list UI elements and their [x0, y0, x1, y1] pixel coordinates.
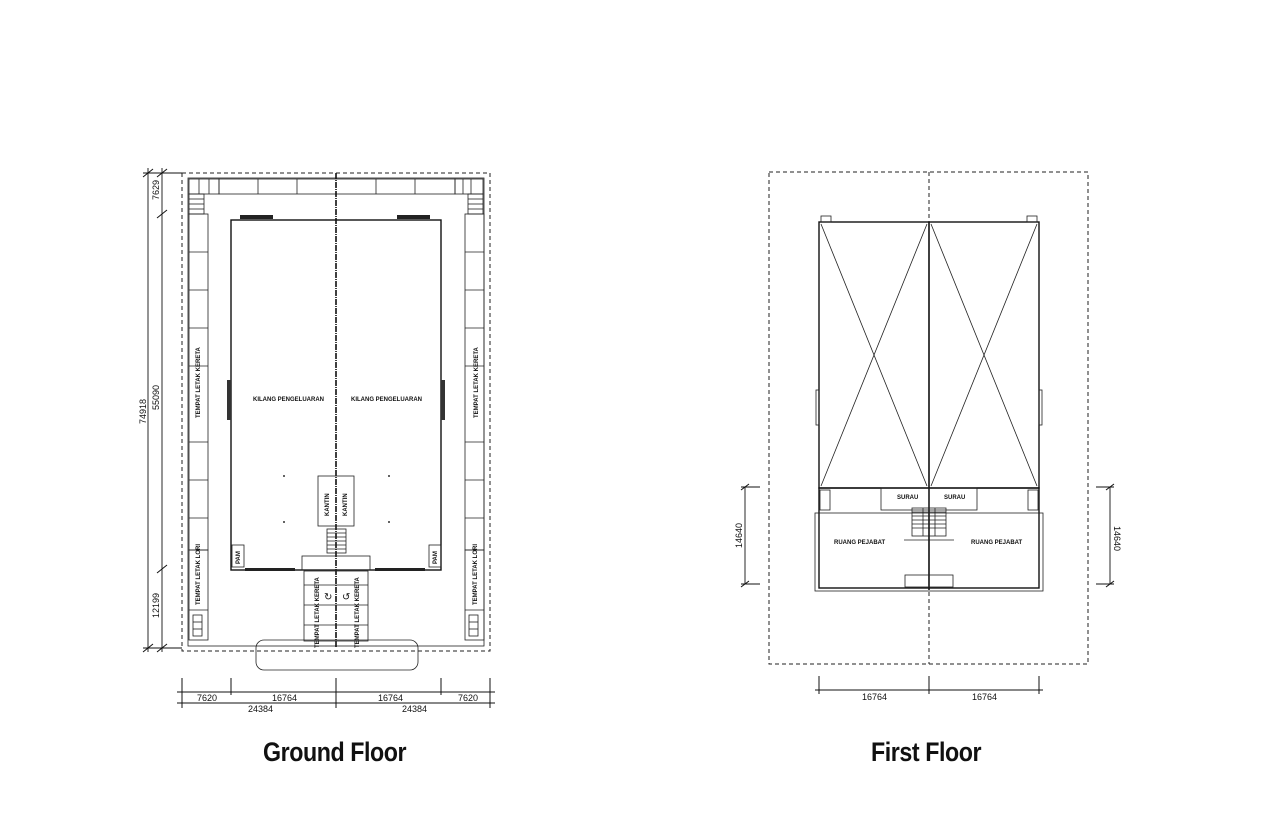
room-label-surau-left: SURAU [897, 495, 918, 501]
room-label-lorry-right: TEMPAT LETAK LORI [473, 544, 479, 605]
dim-left-setback: 7620 [197, 693, 217, 703]
dim-building-depth: 55090 [151, 385, 161, 410]
dim-front-setback: 12199 [151, 593, 161, 618]
first-floor-site-boundary [768, 171, 1089, 665]
first-floor-horizontal-dimensions: 16764 16764 [815, 676, 1043, 702]
driveway-apron [255, 639, 419, 671]
right-lorry-parking [464, 549, 485, 641]
pump-room-right [428, 544, 442, 568]
room-label-pump-left: PAM [236, 551, 242, 564]
room-label-pump-right: PAM [433, 551, 439, 564]
dim-unit-width-right: 16764 [378, 693, 403, 703]
room-label-factory-left: KILANG PENGELUARAN [253, 397, 324, 403]
front-car-bays: ↻ ↺ [303, 570, 369, 642]
room-label-car-park-right: TEMPAT LETAK KERETA [474, 346, 480, 418]
pump-room-left [231, 544, 245, 568]
room-label-office-right: RUANG PEJABAT [971, 540, 1023, 546]
dim-lot-width-right: 24384 [402, 704, 427, 714]
room-label-factory-right: KILANG PENGELUARAN [351, 397, 422, 403]
surau-right [928, 487, 978, 511]
room-label-canteen-right: KANTIN [343, 493, 349, 516]
office-block [814, 487, 1044, 592]
first-floor-vertical-dimensions: 14640 14640 [734, 483, 1122, 588]
ground-horizontal-dimensions: 7620 16764 16764 7620 24384 24384 [177, 678, 495, 714]
ground-floor-title: Ground Floor [263, 737, 407, 767]
dim-lot-width-left: 24384 [248, 704, 273, 714]
first-floor-stairs [904, 507, 954, 541]
first-floor-plan: SURAU SURAU RUANG PEJABAT RUANG PEJABAT … [734, 171, 1122, 702]
room-label-front-car-park-right: TEMPAT LETAK KERETA [355, 576, 361, 648]
left-lorry-parking [188, 549, 209, 641]
dim-top-setback: 7629 [151, 180, 161, 200]
dim-total-depth: 74918 [138, 399, 148, 424]
room-label-lorry-left: TEMPAT LETAK LORI [196, 544, 202, 605]
ground-floor-plan: ↻ ↺ KILANG PENGELUARAN KILANG PENGELUARA… [138, 168, 495, 714]
room-label-front-car-park-left: TEMPAT LETAK KERETA [315, 576, 321, 648]
ground-stairs [326, 528, 347, 554]
turn-arrow-icon: ↺ [342, 592, 350, 603]
dim-unit-width-left: 16764 [272, 693, 297, 703]
turn-arrow-icon: ↻ [324, 592, 332, 603]
room-label-office-left: RUANG PEJABAT [834, 540, 886, 546]
room-label-canteen-left: KANTIN [325, 493, 331, 516]
dim-office-depth-left: 14640 [734, 523, 744, 548]
canteen-block [317, 475, 355, 527]
first-floor-title: First Floor [871, 737, 982, 767]
room-label-car-park-left: TEMPAT LETAK KERETA [196, 346, 202, 418]
dim-unit-width-right: 16764 [972, 692, 997, 702]
room-label-surau-right: SURAU [944, 495, 965, 501]
ground-vertical-dimensions: 74918 7629 55090 12199 [138, 168, 182, 653]
dim-unit-width-left: 16764 [862, 692, 887, 702]
dim-office-depth-right: 14640 [1112, 526, 1122, 551]
dim-right-setback: 7620 [458, 693, 478, 703]
